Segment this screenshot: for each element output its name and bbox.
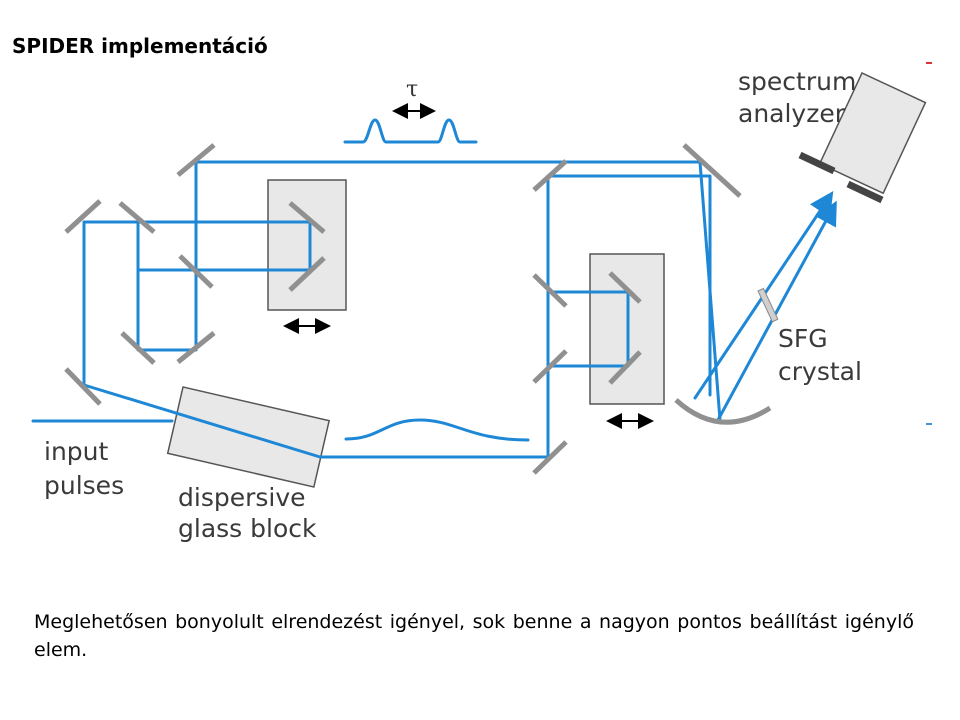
dispersive-glass-block bbox=[166, 386, 331, 488]
analyzer-slit-right bbox=[846, 180, 884, 204]
pulses-label: pulses bbox=[44, 471, 124, 500]
sfg-label: SFG bbox=[778, 324, 828, 353]
mirrors bbox=[64, 143, 742, 475]
spectrum-label: spectrum bbox=[738, 67, 856, 96]
input-label: input bbox=[44, 437, 109, 466]
tau-label: τ bbox=[406, 77, 418, 102]
curved-mirror bbox=[674, 398, 772, 425]
crystal-label: crystal bbox=[778, 357, 862, 386]
spectrum-analyzer-box bbox=[818, 72, 927, 195]
slide-title: SPIDER implementáció bbox=[12, 34, 268, 58]
analyzer-slit-left bbox=[798, 151, 836, 175]
slide-caption: Meglehetősen bonyolult elrendezést igény… bbox=[34, 611, 914, 661]
sfg-crystal bbox=[757, 287, 779, 323]
dispersive-label: dispersive bbox=[178, 483, 306, 512]
glass-block-label: glass block bbox=[178, 514, 317, 543]
delay-stage-left bbox=[267, 179, 347, 311]
analyzer-label: analyzer bbox=[738, 99, 846, 128]
